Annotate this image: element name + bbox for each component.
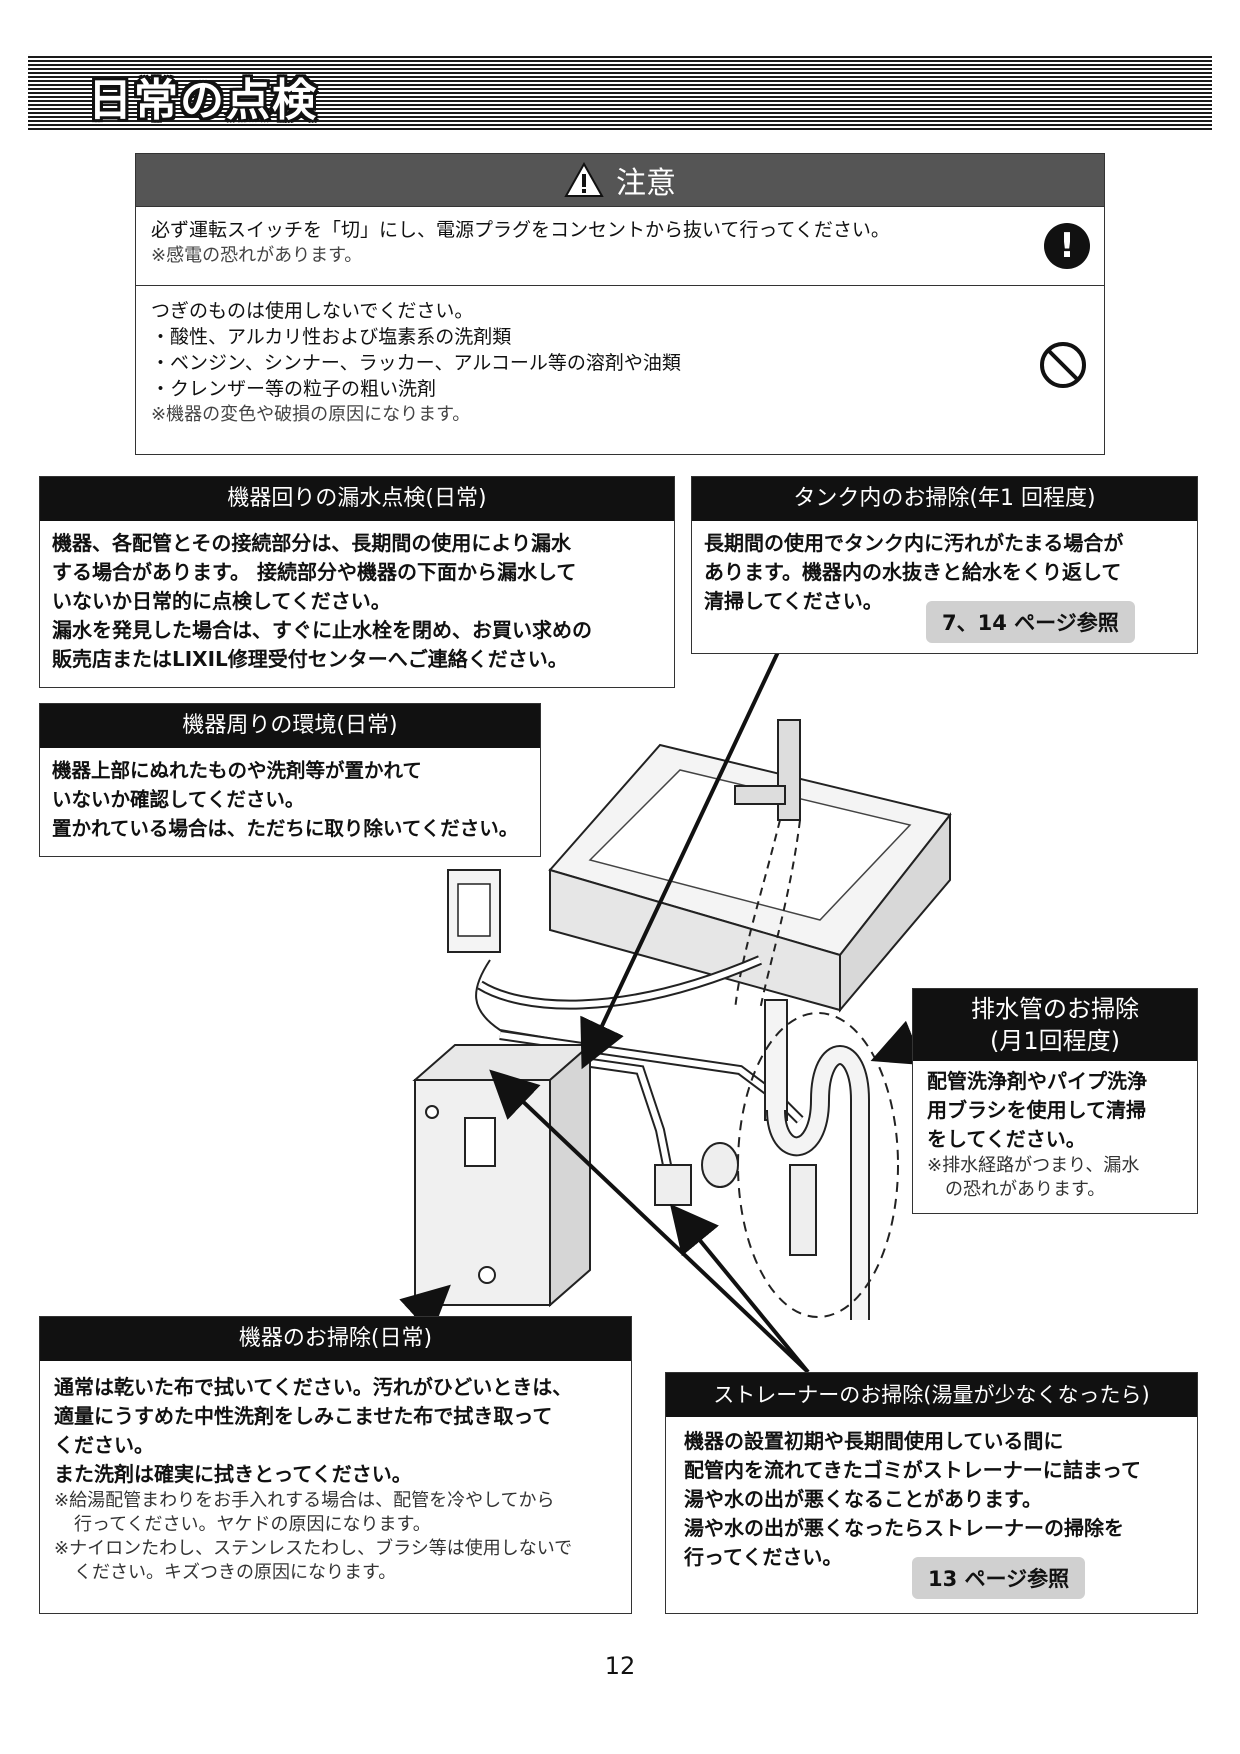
strainer-clean-line: 行ってください。 <box>684 1545 843 1569</box>
environment-line: 機器上部にぬれたものや洗剤等が置かれて <box>52 759 422 782</box>
environment-line: 置かれている場合は、ただちに取り除いてください。 <box>52 817 519 840</box>
device-clean-note: ※給湯配管まわりをお手入れする場合は、配管を冷やしてから <box>54 1490 555 1511</box>
page-number: 12 <box>604 1652 636 1680</box>
heater-switch <box>464 1117 496 1167</box>
strainer-clean-box: ストレーナーのお掃除(湯量が少なくなったら) 機器の設置初期や長期間使用している… <box>665 1372 1198 1614</box>
drain-clean-title: 排水管のお掃除 <box>971 995 1139 1023</box>
leak-check-line: 漏水を発見した場合は、すぐに止水栓を閉め、お買い求めの <box>52 618 592 642</box>
device-clean-note: 行ってください。ヤケドの原因になります。 <box>74 1514 431 1535</box>
leak-check-box: 機器回りの漏水点検(日常) 機器、各配管とその接続部分は、長期間の使用により漏水… <box>39 476 675 688</box>
drain-clean-box: 排水管のお掃除 (月1回程度) 配管洗浄剤やパイプ洗浄 用ブラシを使用して清掃 … <box>912 988 1198 1214</box>
environment-title: 機器周りの環境(日常) <box>40 704 540 748</box>
caution-box: 注意 必ず運転スイッチを「切」にし、電源プラグをコンセントから抜いて行ってくださ… <box>135 153 1105 455</box>
leak-check-line: する場合があります。 接続部分や機器の下面から漏水して <box>52 560 577 584</box>
drain-pipe <box>764 999 788 1121</box>
tank-clean-title: タンク内のお掃除(年1 回程度) <box>692 477 1197 521</box>
caution-detergent-line: ・ベンジン、シンナー、ラッカー、アルコール等の溶剤や油類 <box>151 352 681 374</box>
device-clean-note: ください。キズつきの原因になります。 <box>74 1562 397 1583</box>
drain-clean-note: ※排水経路がつまり、漏水 <box>927 1155 1140 1176</box>
strainer-clean-line: 機器の設置初期や長期間使用している間に <box>684 1429 1064 1453</box>
prohibit-icon <box>1040 342 1086 388</box>
environment-line: いないか確認してください。 <box>52 788 305 811</box>
device-clean-note: ※ナイロンたわし、ステンレスたわし、ブラシ等は使用しないで <box>54 1538 573 1559</box>
strainer-clean-line: 配管内を流れてきたゴミがストレーナーに詰まって <box>684 1458 1141 1482</box>
caution-header: 注意 <box>136 154 1104 206</box>
strainer-clean-line: 湯や水の出が悪くなることがあります。 <box>684 1487 1042 1511</box>
caution-detergent-note: ※機器の変色や破損の原因になります。 <box>151 404 471 425</box>
device-clean-line: ください。 <box>54 1433 154 1457</box>
warning-triangle-icon <box>564 162 604 197</box>
page-title: 日常の点検 <box>88 75 318 126</box>
device-clean-line: 通常は乾いた布で拭いてください。汚れがひどいときは、 <box>54 1375 573 1399</box>
header-bar <box>28 56 1212 132</box>
leak-check-line: 機器、各配管とその接続部分は、長期間の使用により漏水 <box>52 531 571 555</box>
drain-clean-line: をしてください。 <box>927 1127 1086 1151</box>
device-clean-title: 機器のお掃除(日常) <box>40 1317 631 1361</box>
caution-power-text: 必ず運転スイッチを「切」にし、電源プラグをコンセントから抜いて行ってください。 <box>151 219 890 241</box>
mandatory-icon: ! <box>1044 223 1090 269</box>
device-clean-box: 機器のお掃除(日常) 通常は乾いた布で拭いてください。汚れがひどいときは、 適量… <box>39 1316 632 1614</box>
drain-strainer <box>789 1164 817 1256</box>
tank-clean-line: あります。機器内の水抜きと給水をくり返して <box>704 560 1122 584</box>
caution-detergent-line: ・酸性、アルカリ性および塩素系の洗剤類 <box>151 326 512 348</box>
heater-side <box>549 1042 591 1308</box>
drain-clean-line: 配管洗浄剤やパイプ洗浄 <box>927 1069 1147 1093</box>
drain-clean-subtitle: (月1回程度) <box>990 1027 1120 1055</box>
tank-clean-line: 清掃してください。 <box>704 589 883 613</box>
caution-title: 注意 <box>616 166 676 201</box>
strainer-clean-line: 湯や水の出が悪くなったらストレーナーの掃除を <box>684 1516 1124 1540</box>
device-clean-line: 適量にうすめた中性洗剤をしみこませた布で拭き取って <box>54 1404 553 1428</box>
drain-clean-line: 用ブラシを使用して清掃 <box>927 1098 1146 1122</box>
sink-side <box>839 812 951 1013</box>
caution-power-note: ※感電の恐れがあります。 <box>151 245 363 266</box>
caution-row-power: 必ず運転スイッチを「切」にし、電源プラグをコンセントから抜いて行ってください。 … <box>136 206 1104 286</box>
strainer-page-reference[interactable]: 13 ページ参照 <box>912 1557 1086 1599</box>
caution-row-detergent: つぎのものは使用しないでください。 ・酸性、アルカリ性および塩素系の洗剤類 ・ベ… <box>136 286 1104 454</box>
tank-clean-line: 長期間の使用でタンク内に汚れがたまる場合が <box>704 531 1124 555</box>
stop-valve <box>654 1164 692 1206</box>
leak-check-title: 機器回りの漏水点検(日常) <box>40 477 674 521</box>
caution-detergent-line: つぎのものは使用しないでください。 <box>151 300 474 322</box>
leak-check-line: 販売店またはLIXIL修理受付センターへご連絡ください。 <box>52 647 568 671</box>
caution-detergent-line: ・クレンザー等の粒子の粗い洗剤 <box>151 378 437 400</box>
drain-clean-note: の恐れがあります。 <box>945 1179 1106 1200</box>
leak-check-line: いないか日常的に点検してください。 <box>52 589 391 613</box>
strainer-clean-title: ストレーナーのお掃除(湯量が少なくなったら) <box>666 1373 1197 1417</box>
tank-clean-box: タンク内のお掃除(年1 回程度) 長期間の使用でタンク内に汚れがたまる場合が あ… <box>691 476 1198 654</box>
environment-box: 機器周りの環境(日常) 機器上部にぬれたものや洗剤等が置かれて いないか確認して… <box>39 703 541 857</box>
device-clean-line: また洗剤は確実に拭きとってください。 <box>54 1462 412 1486</box>
faucet-spout <box>734 785 786 805</box>
sink-bowl <box>588 769 912 921</box>
drain-clean-header: 排水管のお掃除 (月1回程度) <box>913 989 1197 1061</box>
tank-page-reference[interactable]: 7、14 ページ参照 <box>926 601 1135 643</box>
